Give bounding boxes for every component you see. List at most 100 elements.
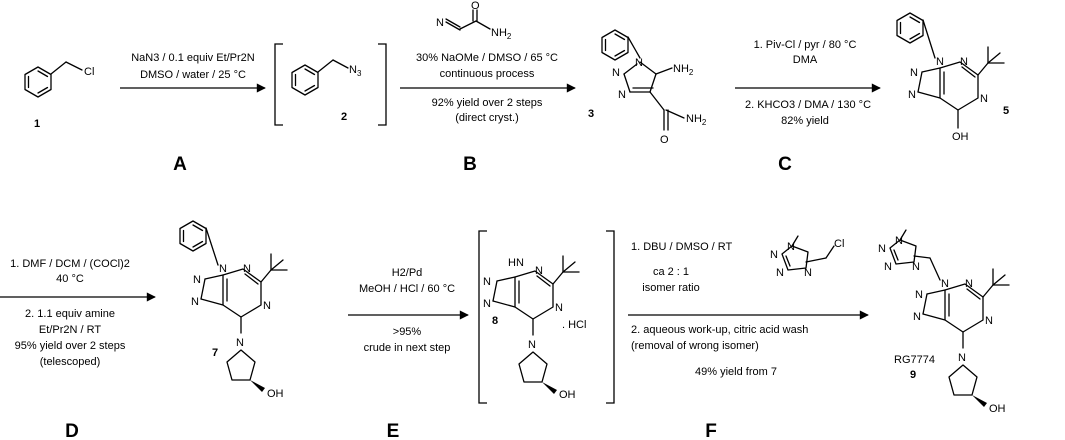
compound-label-9: 9 [910,369,916,381]
condition-e3: >95% [393,326,422,338]
bracket-right-2 [378,43,387,126]
compound-label-1: 1 [34,118,40,130]
bracket-left-8 [478,230,487,404]
step-label-e: E [387,421,400,440]
hcl-salt-label: . HCl [562,319,586,331]
compound-3-structure: N N N NH2 O NH2 3 [588,29,707,146]
compound-label-8: 8 [492,315,498,327]
atom-n-9tz1: N [895,235,903,247]
atom-n-9e: N [985,315,993,327]
step-label-c: C [778,154,792,175]
atom-o-3: O [660,134,669,146]
condition-b4: (direct cryst.) [455,112,519,124]
tetrazole-reagent-structure: Cl N N N N [770,235,844,279]
atom-n-tz3: N [776,267,784,279]
atom-o-amide: O [471,0,480,12]
bracket-right-8 [606,230,615,404]
atom-n-7-pyr: N [236,337,244,349]
condition-c4: 82% yield [781,115,829,127]
atom-n-9a: N [941,278,949,290]
condition-b1: 30% NaOMe / DMSO / 65 °C [416,52,558,64]
atom-nh2-reagent: NH2 [491,27,512,41]
atom-n-7d: N [243,263,251,275]
atom-n1-triazole: N [635,57,643,69]
condition-c1: 1. Piv-Cl / pyr / 80 °C [754,39,857,51]
condition-b2: continuous process [440,68,535,80]
atom-hn-8: HN [508,257,524,269]
condition-d1: 1. DMF / DCM / (COCl)2 [10,258,130,270]
condition-c3: 2. KHCO3 / DMA / 130 °C [745,99,871,111]
step-label-b: B [463,154,477,175]
atom-n-tz1: N [787,241,795,253]
atom-n-7a: N [219,263,227,275]
condition-f6: 49% yield from 7 [695,366,777,378]
cyanoacetamide-structure: N O NH2 [436,0,512,41]
compound-label-2: 2 [341,111,347,123]
atom-n-5e: N [980,93,988,105]
atom-n-8c: N [483,298,491,310]
step-label-a: A [173,154,187,175]
rg-code-label: RG7774 [894,354,935,366]
compound-label-7: 7 [212,347,218,359]
atom-n-9tz4: N [912,261,920,273]
atom-n-8e: N [555,302,563,314]
atom-n-5d: N [960,56,968,68]
step-label-d: D [65,421,79,440]
condition-d4: Et/Pr2N / RT [39,324,101,336]
atom-oh-9: OH [989,403,1006,415]
atom-n-7c: N [191,296,199,308]
condition-c2: DMA [793,54,818,66]
condition-e1: H2/Pd [392,267,423,279]
atom-n-tz2: N [770,249,778,261]
compound-7-structure: N N N N N N OH 7 [179,220,288,400]
compound-5-structure: N N N N N OH 5 [896,12,1009,143]
atom-oh-7: OH [267,388,284,400]
atom-n3-triazole: N [618,89,626,101]
atom-n-8b: N [483,276,491,288]
condition-d5: 95% yield over 2 steps [15,340,126,352]
compound-label-3: 3 [588,108,594,120]
atom-n-5b: N [910,67,918,79]
atom-oh-5: OH [952,131,969,143]
step-label-f: F [705,421,717,440]
condition-f2: ca 2 : 1 [653,266,689,278]
atom-cl-reagent: Cl [834,238,844,250]
condition-f5: (removal of wrong isomer) [631,340,759,352]
atom-n-9b: N [915,289,923,301]
compound-1-structure: Cl 1 [24,61,94,130]
atom-n-9-pyr: N [958,352,966,364]
atom-n-9tz2: N [878,243,886,255]
atom-nh2-amide-3: NH2 [686,113,707,127]
compound-2-structure: N3 2 [291,59,362,123]
atom-n-5a: N [936,56,944,68]
atom-nh2-3: NH2 [673,63,694,77]
condition-a2: DMSO / water / 25 °C [140,69,246,81]
condition-d3: 2. 1.1 equiv amine [25,308,115,320]
atom-n-5c: N [908,89,916,101]
atom-cl: Cl [84,66,94,78]
compound-label-5: 5 [1003,105,1009,117]
condition-e2: MeOH / HCl / 60 °C [359,283,455,295]
atom-oh-8: OH [559,389,576,401]
condition-b3: 92% yield over 2 steps [432,97,543,109]
atom-n-9c: N [913,311,921,323]
condition-f1: 1. DBU / DMSO / RT [631,241,733,253]
atom-n-7e: N [263,300,271,312]
condition-e4: crude in next step [364,342,451,354]
atom-n3: N3 [349,64,362,78]
atom-n-9d: N [965,278,973,290]
condition-d6: (telescoped) [40,356,101,368]
condition-a1: NaN3 / 0.1 equiv Et/Pr2N [131,52,255,64]
condition-f3: isomer ratio [642,282,699,294]
compound-9-structure: N N N N N N N N N N OH RG7774 9 [878,229,1010,415]
atom-n2-triazole: N [612,67,620,79]
atom-n-tz4: N [804,267,812,279]
bracket-left-2 [274,43,283,126]
condition-f4: 2. aqueous work-up, citric acid wash [631,324,808,336]
atom-n-nitrile: N [436,17,444,29]
atom-n-8-pyr: N [528,339,536,351]
atom-n-9tz3: N [884,261,892,273]
condition-d2: 40 °C [56,273,84,285]
compound-8-structure: HN N N N N N OH 8 . HCl [483,255,586,401]
